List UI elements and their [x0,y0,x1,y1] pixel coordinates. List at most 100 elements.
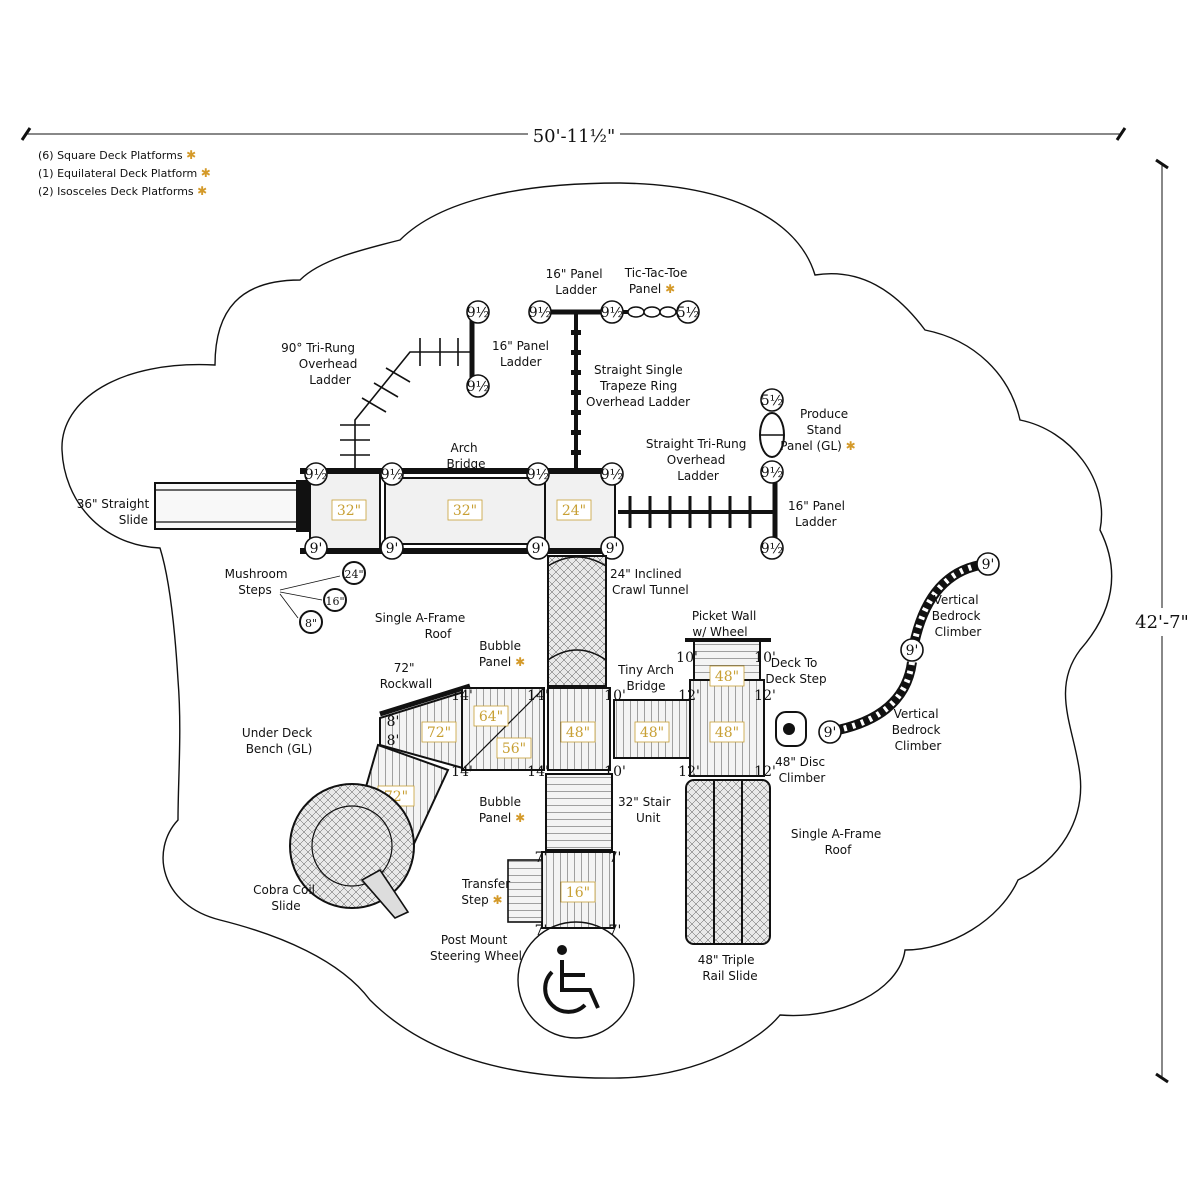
svg-text:9': 9' [982,557,995,573]
svg-text:9½: 9½ [601,467,623,483]
svg-text:9½: 9½ [381,467,403,483]
bubble-top-label: Bubble Panel ✱ [479,639,525,669]
tri-rung-90-label: 90° Tri-Rung Overhead Ladder [281,341,361,387]
crawl-tunnel: 24" Inclined Crawl Tunnel [547,555,689,687]
depth-label: 42'-7" [1135,612,1189,633]
svg-text:10': 10' [676,650,698,666]
steering-wheel-label: Post Mount Steering Wheel [430,933,522,963]
svg-text:9½: 9½ [527,467,549,483]
svg-text:12': 12' [678,688,700,704]
deck-1-height: 32" [337,503,361,519]
deck-5-height: 64" [479,709,503,725]
svg-text:9½: 9½ [467,379,489,395]
stair-unit: 32" Stair Unit Bubble Panel ✱ [479,773,674,851]
svg-text:9': 9' [906,643,919,659]
straight-slide: 36" Straight Slide [77,480,310,532]
deck-1-badge [331,499,367,521]
transfer-step [507,859,543,923]
bedrock-climber-top: 9' 9' Vertical Bedrock Climber [900,552,1000,662]
svg-text:9': 9' [824,725,837,741]
svg-text:9': 9' [606,541,619,557]
legend: (6) Square Deck Platforms ✱ (1) Equilate… [38,148,211,198]
legend-equilateral: (1) Equilateral Deck Platform ✱ [38,166,211,180]
svg-text:10': 10' [604,688,626,704]
tic-tac-toe-panel: 5½ Tic-Tac-Toe Panel ✱ [623,266,700,324]
mushroom-8: 8" [305,617,317,630]
svg-text:7': 7' [609,850,622,866]
trapeze-label: Straight Single Trapeze Ring Overhead La… [586,363,690,409]
disc-climber: 48" Disc Climber [775,711,829,785]
deck-48-a [547,687,611,771]
produce-stand-label: Produce Stand Panel (GL) ✱ [780,407,855,453]
picket-wall-label: Picket Wall w/ Wheel [692,609,760,639]
straight-tri-rung-label: Straight Tri-Rung Overhead Ladder [646,437,750,483]
rockwall-label: 72" Rockwall [380,661,433,691]
bedrock-top-label: Vertical Bedrock Climber [932,593,985,639]
bubble-bottom-label: Bubble Panel ✱ [479,795,525,825]
svg-text:9½: 9½ [601,305,623,321]
svg-text:5½: 5½ [677,305,699,321]
mushroom-16: 16" [325,595,344,608]
svg-text:9½: 9½ [467,305,489,321]
svg-text:9': 9' [532,541,545,557]
straight-slide-label: 36" Straight Slide [77,497,153,527]
legend-isosceles: (2) Isosceles Deck Platforms ✱ [38,184,207,198]
deck-row-top: 32" 32" 24" Arch Bridge [300,441,620,554]
bedrock-bottom-label: Vertical Bedrock Climber [892,707,945,753]
deck-to-deck-label: Deck To Deck Step [765,656,826,686]
svg-text:14': 14' [527,688,549,704]
deck-3-height: 24" [562,503,586,519]
mushroom-24: 24" [344,568,363,581]
deck-12-height: 16" [566,885,590,901]
accessible-zone [517,921,635,1039]
deck-9-height: 48" [715,669,739,685]
svg-text:9½: 9½ [305,467,327,483]
svg-text:12': 12' [754,764,776,780]
deck-10-height: 48" [715,725,739,741]
svg-text:9½: 9½ [529,305,551,321]
svg-text:14': 14' [451,688,473,704]
transfer-step-label: Transfer Step ✱ [461,877,514,907]
svg-text:9½: 9½ [761,541,783,557]
triple-rail-slide: Single A-Frame Roof 48" Triple Rail Slid… [685,779,885,983]
mushroom-steps: 24" 16" 8" Mushroom Steps [225,561,366,634]
use-zone-boundary [61,182,1113,1079]
width-dimension: 50'-11½" [20,120,1127,148]
svg-text:9½: 9½ [761,465,783,481]
straight-tri-rung-ladder: 9½ 9½ Straight Tri-Rung Overhead Ladder … [618,437,849,560]
deck-7-height: 48" [566,725,590,741]
posts-top-row: 9½ 9½ 9½ 9½ 9' 9' 9' 9' [304,462,624,560]
a-frame-top-label: Single A-Frame Roof [375,611,469,641]
svg-text:10': 10' [754,650,776,666]
cobra-coil-label: Cobra Coil Slide [253,883,319,913]
produce-stand-panel: 5½ Produce Stand Panel (GL) ✱ [759,388,856,458]
disc-climber-label: 48" Disc Climber [775,755,829,785]
svg-text:9': 9' [310,541,323,557]
crawl-tunnel-label: 24" Inclined Crawl Tunnel [610,567,689,597]
svg-text:12': 12' [754,688,776,704]
width-label: 50'-11½" [533,126,616,147]
deck-6-height: 56" [502,741,526,757]
under-deck-bench-label: Under Deck Bench (GL) [242,726,316,756]
a-frame-bottom-label: Single A-Frame Roof [791,827,885,857]
panel-ladder-left-label: 16" Panel Ladder [492,339,553,369]
tic-tac-toe-label: Tic-Tac-Toe Panel ✱ [624,266,692,296]
tri-rung-90-ladder: 9½ 9½ 90° Tri-Rung Overhead Ladder 16" P… [281,300,553,470]
panel-ladder-top-label: 16" Panel Ladder [546,267,607,297]
svg-text:12': 12' [678,764,700,780]
svg-text:9': 9' [386,541,399,557]
tiny-arch-bridge-label: Tiny Arch Bridge [617,663,678,693]
legend-square: (6) Square Deck Platforms ✱ [38,148,196,162]
cobra-coil-slide: 72" Cobra Coil Slide [253,743,450,919]
arch-bridge-label: Arch Bridge [446,441,485,471]
svg-text:8': 8' [387,714,400,730]
deck-2-height: 32" [453,503,477,519]
deck-48-c [689,679,765,777]
bedrock-climber-bottom: 9' Vertical Bedrock Climber [818,661,945,753]
panel-ladder-right-label: 16" Panel Ladder [788,499,849,529]
deck-16: 16" 7' 7' 7' 7' Transfer Step ✱ Post Mou… [430,850,621,963]
stair-unit-label: 32" Stair Unit [618,795,674,825]
triple-rail-label: 48" Triple Rail Slide [698,953,759,983]
svg-text:5½: 5½ [761,393,783,409]
